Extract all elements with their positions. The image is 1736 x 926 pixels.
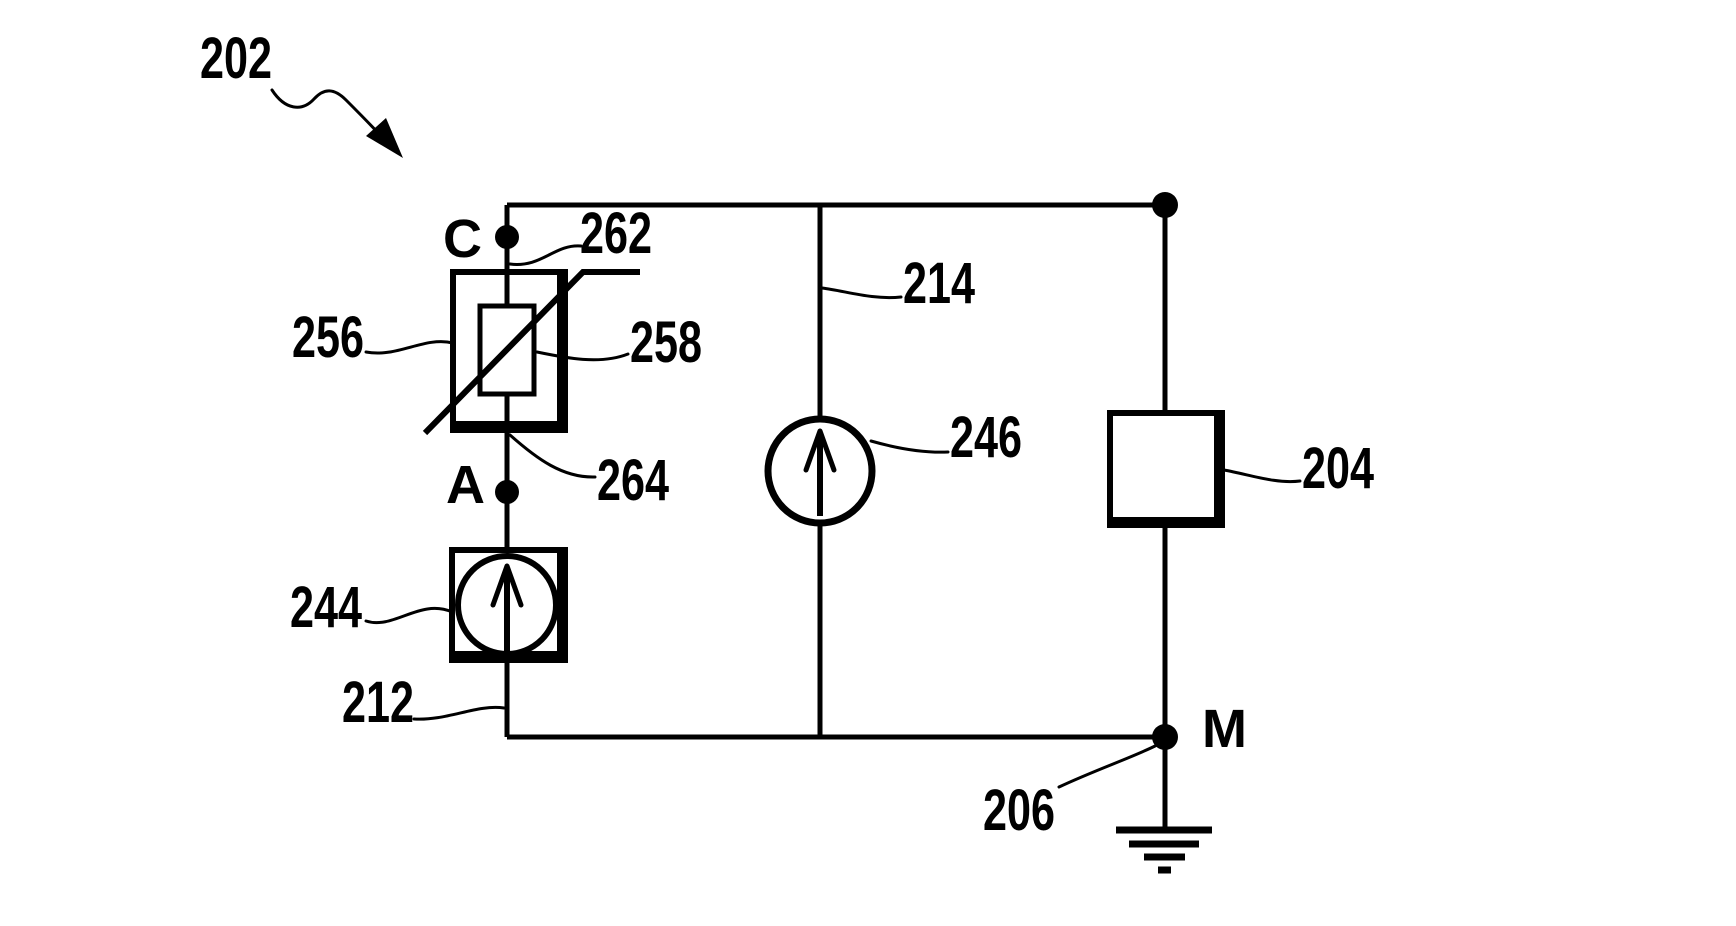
leader-262 (508, 244, 583, 266)
label-node-m: M (1202, 699, 1247, 759)
leader-256 (364, 340, 455, 355)
node-dot-m (1152, 724, 1178, 750)
label-262: 262 (580, 201, 652, 266)
figure-ref-arrow-tail (270, 88, 393, 149)
current-source-244-circle (455, 553, 559, 657)
leader-204 (1222, 468, 1302, 484)
ground-icon (1116, 826, 1212, 874)
node-dot-top-right (1152, 192, 1178, 218)
arrow-up-icon (803, 428, 837, 473)
label-256: 256 (292, 305, 364, 370)
label-214: 214 (903, 251, 975, 316)
label-202: 202 (200, 26, 272, 91)
current-source-244-box-shade (454, 552, 567, 661)
label-246: 246 (950, 405, 1022, 470)
leader-246 (869, 439, 950, 454)
label-206: 206 (983, 778, 1055, 843)
node-dot-c (495, 225, 519, 249)
label-node-a: A (446, 455, 485, 515)
node-dot-a (495, 480, 519, 504)
leader-214 (820, 286, 903, 300)
component-204-box-shade (1112, 415, 1224, 527)
arrow-up-icon (490, 563, 524, 608)
label-258: 258 (630, 310, 702, 375)
leader-206 (1057, 743, 1159, 789)
leader-244 (364, 606, 454, 625)
label-204: 204 (1302, 436, 1374, 501)
label-node-c: C (443, 209, 482, 269)
leader-264 (508, 433, 597, 479)
component-204-box (1107, 410, 1225, 528)
leader-212 (412, 705, 506, 721)
figure-ref-arrowhead-icon (366, 118, 403, 158)
varistor-inner-box (477, 303, 537, 397)
label-264: 264 (597, 448, 669, 513)
label-212: 212 (342, 670, 414, 735)
label-244: 244 (290, 575, 362, 640)
current-source-246-circle (764, 415, 876, 527)
varistor-outer-box-shade (455, 274, 567, 431)
leader-258 (535, 350, 630, 362)
varistor-diagonal-stroke (422, 269, 640, 436)
